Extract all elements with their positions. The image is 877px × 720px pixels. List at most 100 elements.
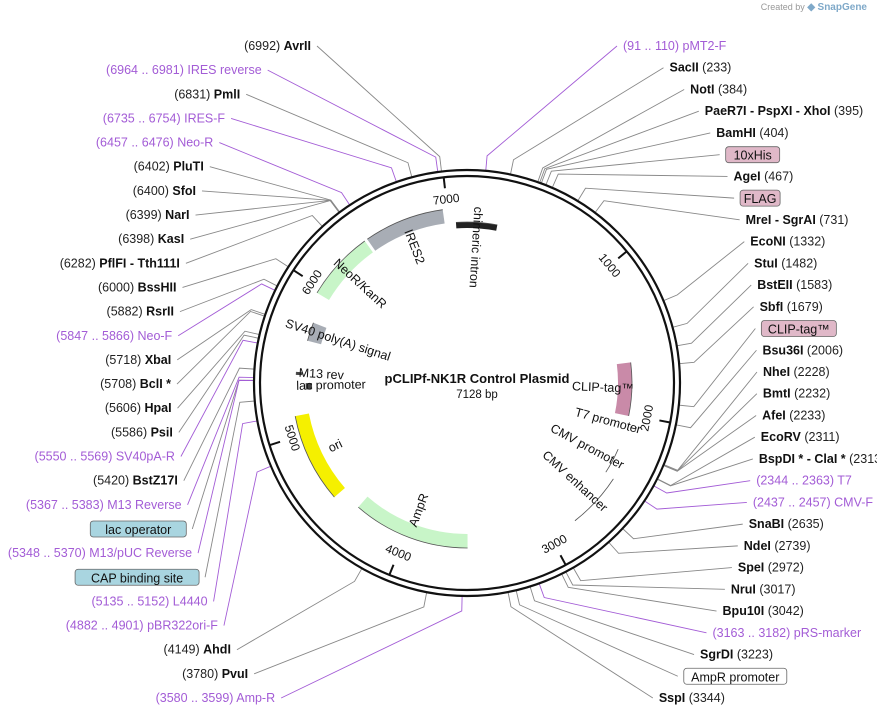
label-pos-pmt2-f: (91 .. 110) [623,39,683,53]
leader-line-ahdi [236,568,363,651]
label-bstz17i: (5420) BstZ17I [93,474,178,488]
label-text-bsteii: BstEII (1583) [757,278,832,292]
label-pos-ecorv: (2311) [804,430,839,444]
feature-cmv-promoter [593,443,619,473]
label-text-avrii: (6992) AvrII [244,39,311,53]
leader-line-hpai [177,330,260,409]
label-text-bcli: (5708) BclI * [100,377,171,391]
label-name-bcli: BclI * [140,377,171,391]
label-pos-ndei: (2739) [774,539,810,553]
label-text-afei: AfeI (2233) [762,408,825,422]
leader-line-bcli [176,310,265,385]
label-bpu10i: Bpu10I (3042) [723,604,804,618]
label-name-t7: T7 [837,474,852,488]
label-spei: SpeI (2972) [738,561,804,575]
label-name-sspi: SspI [659,691,689,705]
label-name-bspdi-clai: BspDI * - ClaI * [759,452,849,466]
label-name-bstz17i: BstZ17I [133,474,178,488]
label-pos-sfoi: (6400) [133,184,173,198]
leader-line-ndei [608,541,738,554]
feature-ampr [358,496,468,548]
label-pos-agei: (467) [764,169,793,183]
label-pos-spei: (2972) [768,561,804,575]
leader-line-agei [551,173,728,188]
label-box-flag [739,189,781,207]
label-text-rsrii: (5882) RsrII [107,305,174,319]
label-text-pmli: (6831) PmlI [174,87,240,101]
leader-line-kasi [190,200,340,240]
label-text-ndei: NdeI (2739) [744,539,811,553]
leader-line-snabi [622,523,743,540]
label-name-10xhis: 10xHis [734,149,772,163]
leader-line-bspdi-clai [656,458,753,487]
label-name-ahdi: AhdI [203,643,231,657]
label-bamhi: BamHI (404) [716,126,788,140]
leader-line-pflfi-tth111i [185,214,323,264]
leader-line-nhei [663,371,758,471]
label-pos-ires-reverse: (6964 .. 6981) [106,63,187,77]
label-name-psii: PsiI [151,425,173,439]
leader-line-sbfi [679,306,754,365]
label-pos-pluti: (6402) [134,160,174,174]
label-text-sspi: SspI (3344) [659,691,725,705]
label-bsu36i: Bsu36I (2006) [762,343,843,357]
label-name-pluti: PluTI [173,160,204,174]
label-name-bpu10i: Bpu10I [723,604,768,618]
leader-line-pmt2-f [485,45,618,171]
label-text-bstz17i: (5420) BstZ17I [93,474,178,488]
label-text-bsshii: (6000) BssHII [98,280,177,294]
leader-line-neo-f [177,283,276,337]
leader-line-l4440 [213,420,258,602]
tick-mark-3000 [559,554,567,566]
label-lac-operator: lac operator [89,520,187,538]
leader-line-bsshii [182,258,289,288]
tick-mark-2000 [659,419,671,424]
credit-brand: SnapGene [817,2,867,13]
label-text-neo-r: (6457 .. 6476) Neo-R [96,136,213,150]
leader-line-bstz17i [183,367,255,481]
tick-label-3000: 3000 [539,531,569,556]
label-pos-ahdi: (4149) [164,643,204,657]
leader-line-nari [195,200,340,216]
feature-outline-cmv-promoter [605,448,619,473]
label-name-agei: AgeI [734,169,765,183]
feature-label-clip-tag: CLIP-tag™ [572,379,634,395]
label-pos-rsrii: (5882) [107,305,147,319]
label-nrui: NruI (3017) [731,582,796,596]
label-pos-l4440: (5135 .. 5152) [91,594,172,608]
label-sacii: SacII (233) [669,61,731,75]
label-noti: NotI (384) [690,82,747,96]
feature-label-lac-promoter: lac promoter [296,377,366,392]
leader-line-paer7i-pspxi-xhoi [539,110,699,183]
label-name-l4440: L4440 [173,594,208,608]
label-name-pmli: PmlI [214,87,240,101]
label-name-rsrii: RsrII [146,305,174,319]
label-text-nari: (6399) NarI [126,208,190,222]
label-ndei: NdeI (2739) [744,539,811,553]
label-pos-snabi: (2635) [788,517,824,531]
tick-mark-6000 [292,269,304,278]
leader-line-pvui [253,592,428,675]
label-pos-sspi: (3344) [689,691,725,705]
label-name-pbr322ori-f: pBR322ori-F [147,619,218,633]
label-name-lac-operator: lac operator [105,523,171,537]
label-mrei-sgrai: MreI - SgrAI (731) [746,213,849,227]
label-pvui: (3780) PvuI [182,667,248,681]
label-name-nrui: NruI [731,582,759,596]
label-pos-nari: (6399) [126,208,166,222]
label-pos-afei: (2233) [789,408,825,422]
label-sgrdi: SgrDI (3223) [700,648,773,662]
label-avrii: (6992) AvrII [244,39,311,53]
label-text-sbfi: SbfI (1679) [760,300,823,314]
label-name-econi: EcoNI [750,235,789,249]
label-bmti: BmtI (2232) [763,387,830,401]
label-name-flag: FLAG [744,192,777,206]
label-text-bmti: BmtI (2232) [763,387,830,401]
label-pos-bsteii: (1583) [796,278,832,292]
leader-line-noti [537,89,685,183]
leader-line-ires-f [230,118,397,183]
feature-label-ires2: IRES2 [401,227,427,266]
label-pos-econi: (1332) [789,235,825,249]
label-rsrii: (5882) RsrII [107,305,174,319]
